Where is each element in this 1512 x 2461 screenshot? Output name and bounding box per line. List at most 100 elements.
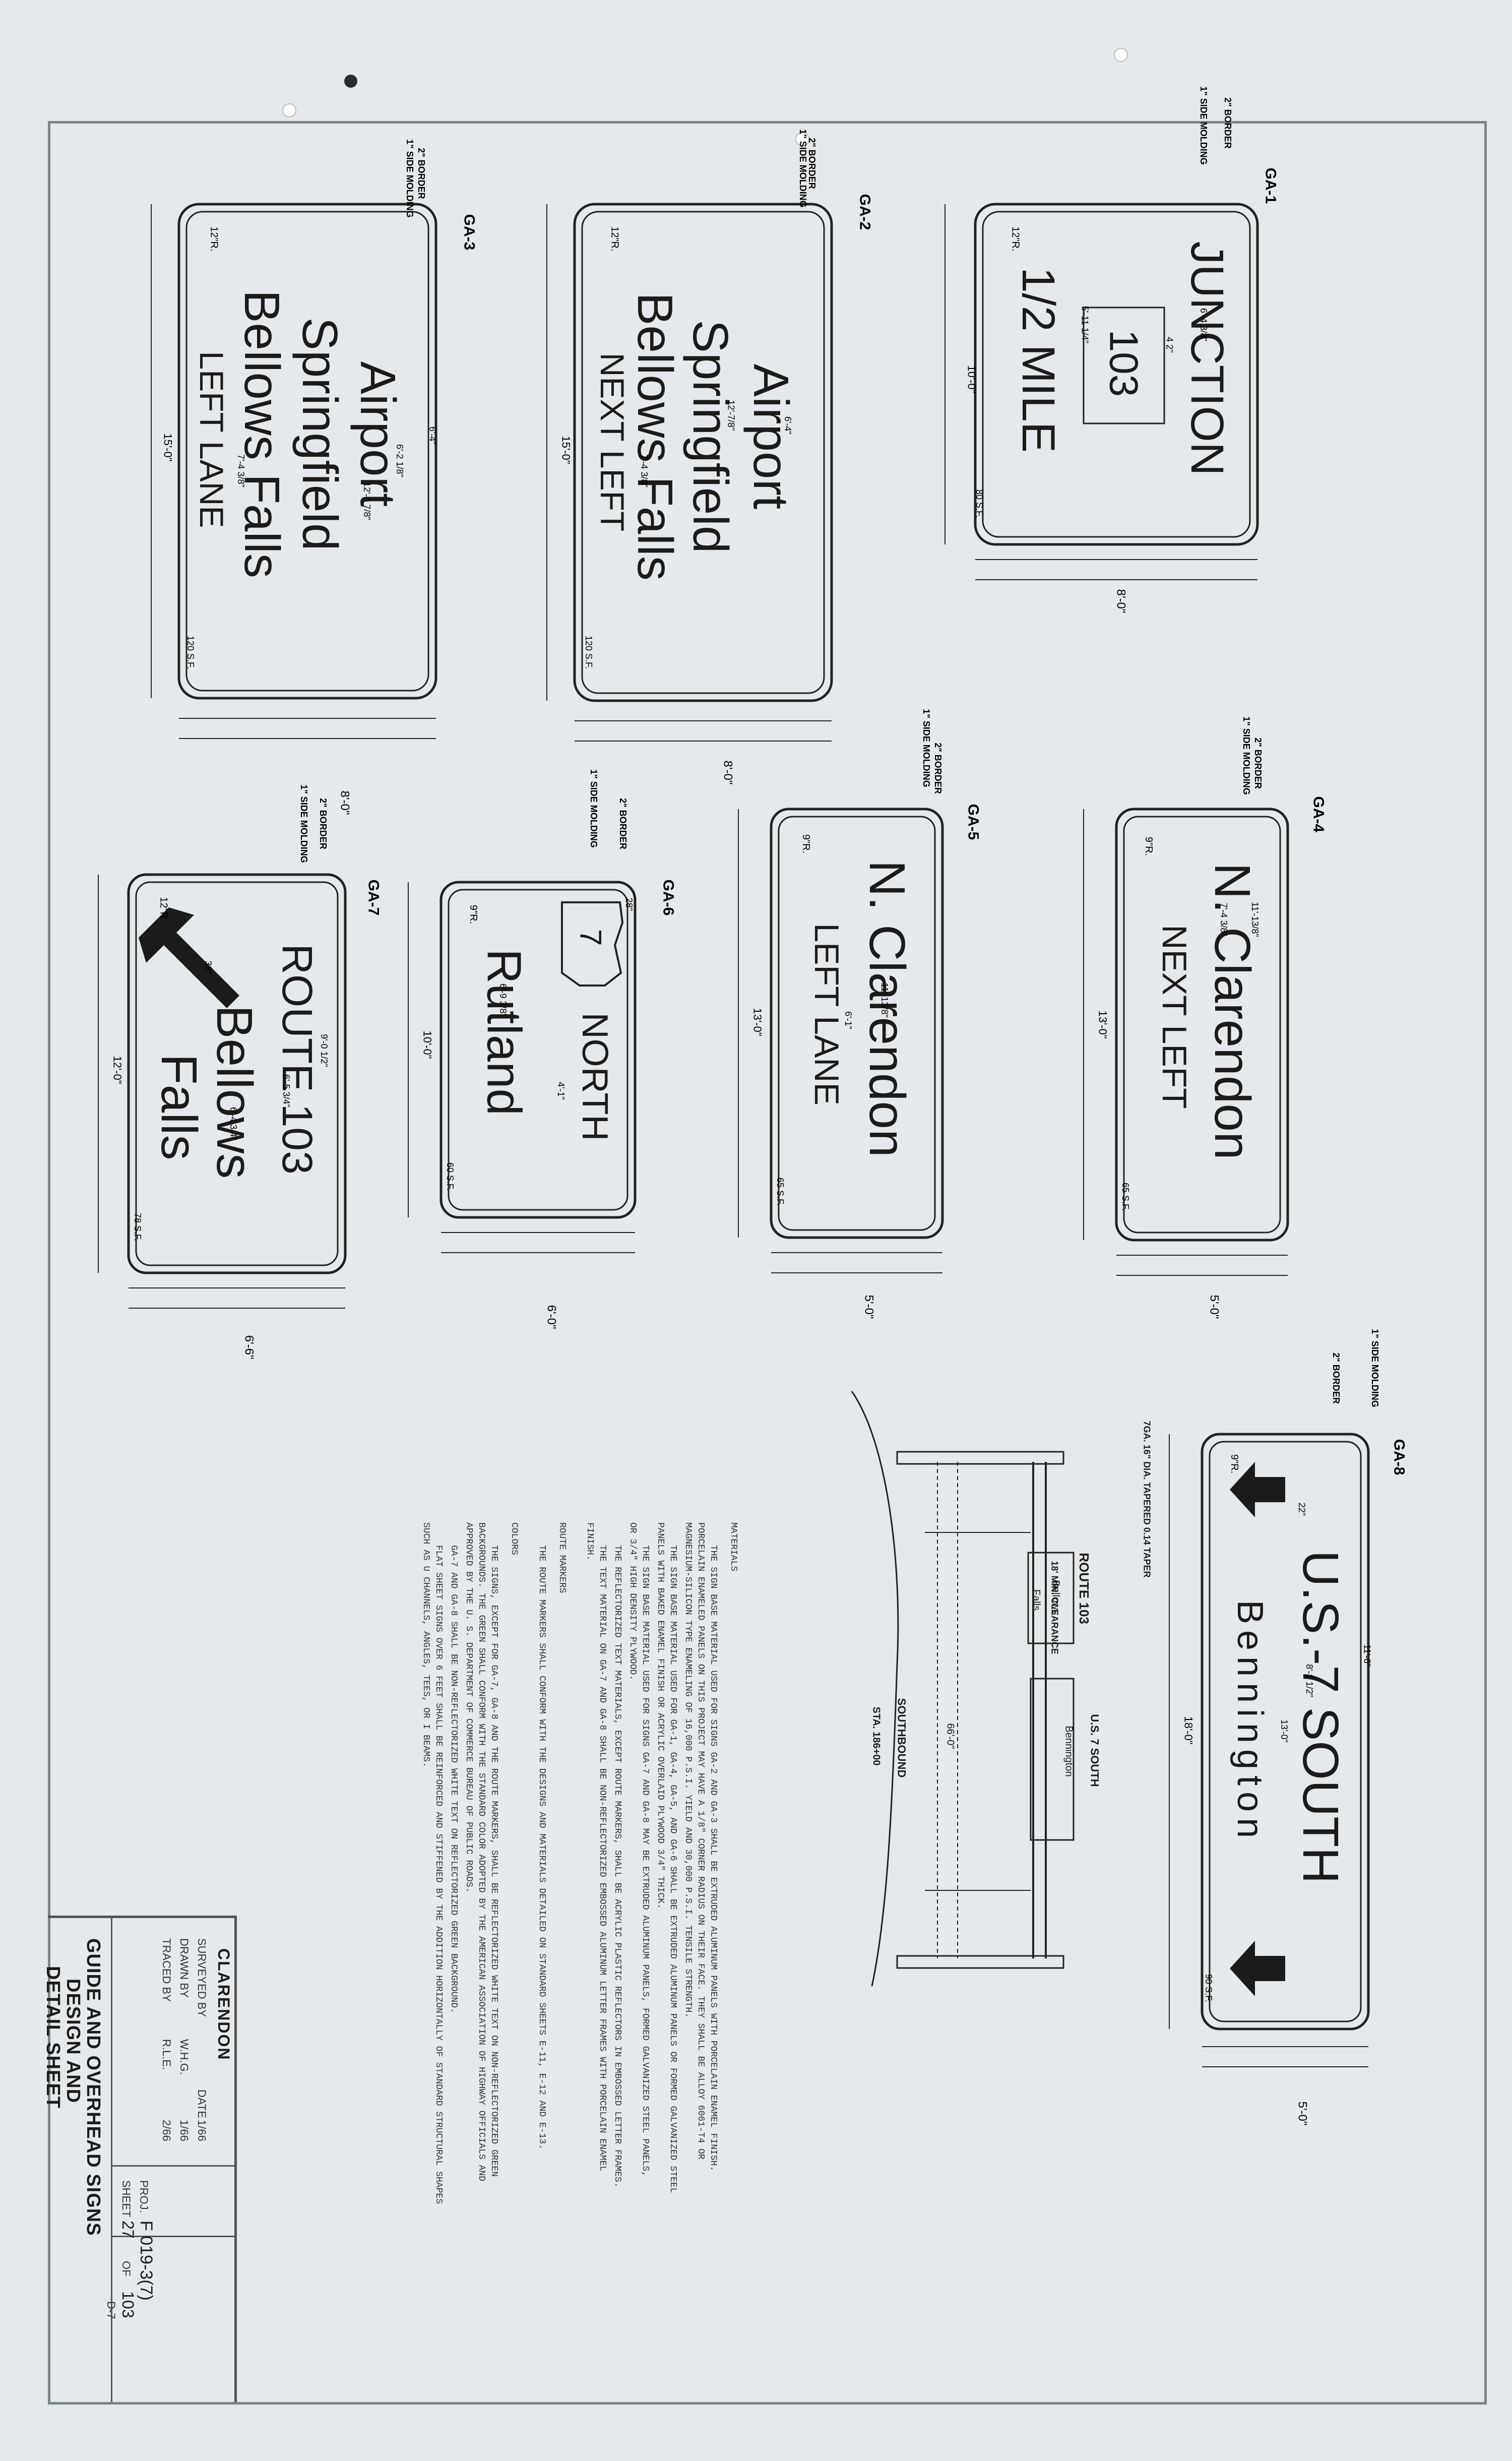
note-line: APPROVED BY THE U. S. DEPARTMENT OF COMM…: [464, 1522, 474, 1893]
town-name: CLARENDON: [215, 1948, 233, 2061]
callout: 2" BORDER: [318, 798, 328, 849]
corner-radius: 12"R.: [1010, 226, 1021, 251]
date-label: DATE: [196, 2089, 208, 2119]
pushpin-hole: [282, 103, 296, 117]
sign-height: 15'-0": [560, 436, 573, 464]
corner-radius: 12"R.: [209, 226, 220, 251]
sign-id: GA-4: [1310, 796, 1327, 833]
sign-width: 5'-0": [862, 1295, 875, 1319]
dim-label: 6'-2 1/8": [395, 444, 405, 477]
sign-height: 10'-0": [966, 365, 978, 393]
dim-label: 12'-0 7/8": [362, 482, 372, 520]
sheet-border: [48, 121, 1487, 2405]
drawn-value: W.H.G.: [178, 2039, 191, 2075]
sign-text: NEXT LEFT: [594, 353, 631, 532]
notes-materials-heading: MATERIALS: [728, 1522, 738, 1572]
callout: 1" SIDE MOLDING: [405, 139, 415, 218]
sign-height: 10'-0": [421, 1030, 434, 1059]
title-block: GUIDE AND OVERHEAD SIGNS DESIGN AND DETA…: [42, 1916, 237, 2402]
note-line: GA-7 AND GA-8 SHALL BE NON-REFLECTORIZED…: [449, 1545, 459, 2013]
dim-label: 6'-5 3/4": [281, 1074, 291, 1108]
sign-text: Springfield: [292, 317, 348, 550]
sign-GA-5: N. Clarendon LEFT LANE GA-5 65 S.F. 13'-…: [738, 709, 981, 1319]
corner-radius: 12"R.: [609, 226, 620, 251]
sign-width: 6'-6": [242, 1335, 256, 1360]
traced-value: R.L.E.: [160, 2039, 173, 2070]
sign-height: 12'-0": [111, 1056, 124, 1084]
dim-label: 6'-4 3/8": [1199, 308, 1209, 341]
title-divider: [111, 2165, 234, 2167]
sign-height: 15'-0": [162, 433, 174, 461]
sign-text: Rutland: [477, 949, 531, 1116]
sign-text: Falls: [151, 1054, 207, 1160]
dim-label: 38": [203, 961, 213, 974]
sign-area: 80 S.F.: [974, 489, 984, 518]
sign-GA-8: U.S.-7 SOUTH Bennington GA-8 90 S.F. 18'…: [1169, 1329, 1407, 2125]
dim-label: 11'-13/8": [1250, 902, 1260, 937]
callout: 2" BORDER: [416, 148, 426, 199]
dim-label: 4'-1": [556, 1082, 566, 1100]
dim-label: 5'-11 1/4": [1080, 306, 1090, 344]
of-label: OF: [120, 2261, 133, 2277]
note-line: SUCH AS U CHANNELS, ANGLES, TEES, OR I B…: [421, 1522, 431, 1768]
note-line: THE SIGN BASE MATERIAL USED FOR SIGNS GA…: [640, 1545, 650, 2177]
callout: 1" SIDE MOLDING: [1370, 1329, 1380, 1407]
dim-label: 9'-0 1/2": [319, 1034, 329, 1067]
surveyed-label: SURVEYED BY: [196, 1938, 208, 2017]
corner-radius: 9"R.: [1229, 1454, 1240, 1473]
sign-id: GA-8: [1391, 1439, 1407, 1475]
sign-width: 6'-0": [544, 1305, 558, 1329]
notes-colors-heading: COLORS: [509, 1522, 519, 1555]
sheet-title-line: DESIGN AND: [62, 1979, 84, 2104]
sign-area: 120 S.F.: [185, 636, 196, 669]
dim-label: 13'-0": [1279, 1719, 1289, 1743]
dim-label: 11'-13/8": [879, 982, 890, 1018]
note-line: PANELS WITH BAKED ENAMEL FINISH OR ACRYL…: [655, 1522, 665, 1909]
note-line: THE TEXT MATERIAL ON GA-7 AND GA-8 SHALL…: [597, 1545, 607, 2172]
note-line: THE REFLECTORIZED TEXT MATERIALS, EXCEPT…: [612, 1545, 622, 2188]
sign-GA-3: Airport Springfield Bellows Falls LEFT L…: [151, 139, 477, 815]
sign-area: 65 S.F.: [775, 1178, 785, 1206]
structure-note: 7GA. 16" DIA. TAPERED 0.14 TAPER: [1142, 1421, 1152, 1578]
sign-text: Bellows Falls: [627, 292, 683, 581]
callout: 1" SIDE MOLDING: [798, 129, 808, 208]
dim-label: 66'-0": [944, 1724, 956, 1749]
dim-label: 7'-4 3/8": [639, 454, 649, 487]
sign-width: 8'-0": [721, 761, 734, 785]
sign-id: GA-2: [856, 194, 873, 230]
sign-text: Bennington: [1230, 1600, 1270, 1844]
sign-GA-6: 7 NORTH Rutland GA-6 60 S.F. 10'-0" 6'-0…: [408, 769, 676, 1329]
sheet-total: 103: [119, 2291, 137, 2318]
sheet-title-line: GUIDE AND OVERHEAD SIGNS: [83, 1938, 104, 2236]
callout: 1" SIDE MOLDING: [299, 784, 309, 863]
arrow-down-left-icon: [1230, 1462, 1285, 1517]
structure-note: 18' MIN. CLEARANCE: [1050, 1561, 1060, 1654]
notes-markers-heading: ROUTE MARKERS: [557, 1522, 567, 1593]
callout: 1" SIDE MOLDING: [1199, 86, 1209, 165]
title-col: [48, 1918, 112, 2402]
proj-label: PROJ.: [138, 2180, 150, 2213]
sign-text: NORTH: [575, 1013, 615, 1141]
dim-label: 6'-4 3/4": [228, 1107, 238, 1140]
sign-text: Airport: [350, 361, 406, 507]
callout: 1" SIDE MOLDING: [1241, 716, 1251, 795]
sign-text: Springfield: [683, 320, 738, 553]
sign-area: 120 S.F.: [584, 636, 594, 669]
arrow-up-left-icon: [139, 907, 239, 1008]
sign-GA-7: ROUTE 103 Bellows Falls GA-7 78 S.F. 12'…: [98, 784, 382, 1359]
sign-text: 103: [1102, 330, 1147, 397]
callout: 1" SIDE MOLDING: [589, 769, 599, 848]
route-marker-number: 7: [574, 929, 608, 946]
sign-area: 60 S.F.: [445, 1162, 455, 1191]
punch-hole: [344, 75, 357, 88]
note-line: THE SIGN BASE MATERIAL USED FOR SIGNS GA…: [708, 1545, 718, 2172]
sign-GA-4: N. Clarendon NEXT LEFT GA-4 65 S.F. 13'-…: [1083, 716, 1327, 1319]
pushpin-hole: [795, 132, 809, 146]
sign-height: 13'-0": [751, 1008, 764, 1036]
sign-text: N. Clarendon: [859, 860, 915, 1157]
note-line: MAGNESIUM-SILICON TYPE ENAMELING OF 16,0…: [683, 1522, 693, 2018]
dim-label: 6'-4": [427, 426, 437, 445]
sign-width: 5'-0": [1207, 1295, 1221, 1319]
sign-text: NEXT LEFT: [1155, 925, 1193, 1109]
